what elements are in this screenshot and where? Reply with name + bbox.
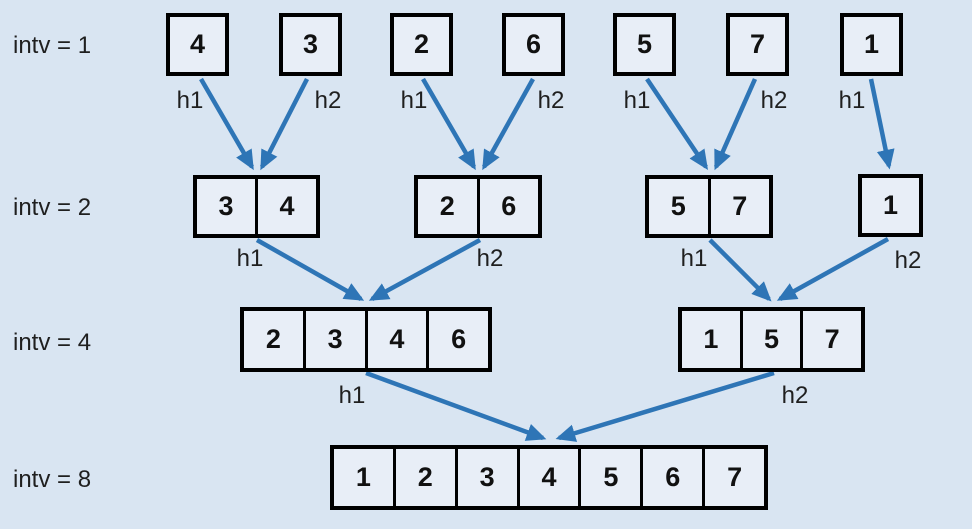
array-box: 1 [840, 13, 903, 76]
array-cell: 2 [265, 324, 281, 354]
array-cell: 6 [426, 311, 488, 368]
row-label-intv: intv = 8 [13, 466, 92, 493]
array-cell: 3 [454, 449, 517, 506]
merge-arrow [421, 77, 476, 171]
array-cell: 7 [702, 449, 764, 506]
array-box: 4 [166, 13, 229, 76]
array-cell: 6 [640, 449, 702, 506]
array-cell: 4 [516, 449, 579, 506]
array-cell: 5 [670, 191, 686, 221]
array-cell: 6 [525, 29, 542, 59]
array-cell: 3 [302, 29, 319, 59]
array-box: 2 [390, 13, 453, 76]
row-label-intv: intv = 2 [13, 194, 92, 221]
array-cell: 1 [355, 462, 371, 492]
array-cell: 5 [578, 449, 640, 506]
array-box: 1 [858, 174, 923, 237]
array-cell: 1 [863, 29, 880, 59]
half-label: h2 [894, 247, 922, 274]
array-box: 5 [613, 13, 676, 76]
half-label: h2 [476, 245, 504, 272]
half-label: h1 [623, 87, 651, 114]
row-label-intv: intv = 4 [13, 329, 92, 356]
array-cell: 7 [800, 311, 861, 368]
half-label: h1 [400, 87, 428, 114]
merge-arrow [713, 78, 758, 171]
array-box: 3 [279, 13, 342, 76]
merge-arrow [868, 78, 895, 170]
half-label: h1 [680, 245, 708, 272]
merge-arrow [368, 238, 482, 301]
merge-arrow [645, 77, 709, 170]
array-cell: 2 [392, 449, 455, 506]
half-label: h2 [781, 382, 809, 409]
half-label: h2 [314, 87, 342, 114]
half-label: h1 [838, 87, 866, 114]
half-label: h2 [760, 87, 788, 114]
array-cell: 4 [364, 311, 427, 368]
array-box: 7 [726, 13, 789, 76]
merge-arrow [482, 77, 535, 171]
merge-arrow [776, 237, 890, 301]
half-label: h1 [236, 245, 264, 272]
half-label: h1 [176, 87, 204, 114]
array-cell: 3 [302, 311, 365, 368]
array-cell: 5 [636, 29, 653, 59]
merge-arrow [259, 77, 310, 171]
half-label: h2 [537, 87, 565, 114]
array-cell: 7 [707, 179, 770, 234]
array-cell: 2 [413, 29, 430, 59]
merge-arrow [365, 370, 547, 441]
array-cell: 3 [218, 191, 234, 221]
array-cell: 1 [703, 324, 719, 354]
merge-arrow [255, 238, 365, 301]
array-cell: 5 [739, 311, 801, 368]
array-cell: 1 [882, 190, 899, 220]
array-cell: 4 [255, 179, 316, 234]
array-box: 6 [502, 13, 565, 76]
array-cell: 4 [189, 29, 206, 59]
array-cell: 2 [439, 191, 455, 221]
array-cell: 7 [749, 29, 766, 59]
merge-arrow [555, 370, 775, 442]
merge-arrow [708, 238, 772, 302]
array-cell: 6 [476, 179, 539, 234]
row-label-intv: intv = 1 [13, 32, 92, 59]
merge-arrow [199, 77, 254, 171]
half-label: h1 [338, 382, 366, 409]
